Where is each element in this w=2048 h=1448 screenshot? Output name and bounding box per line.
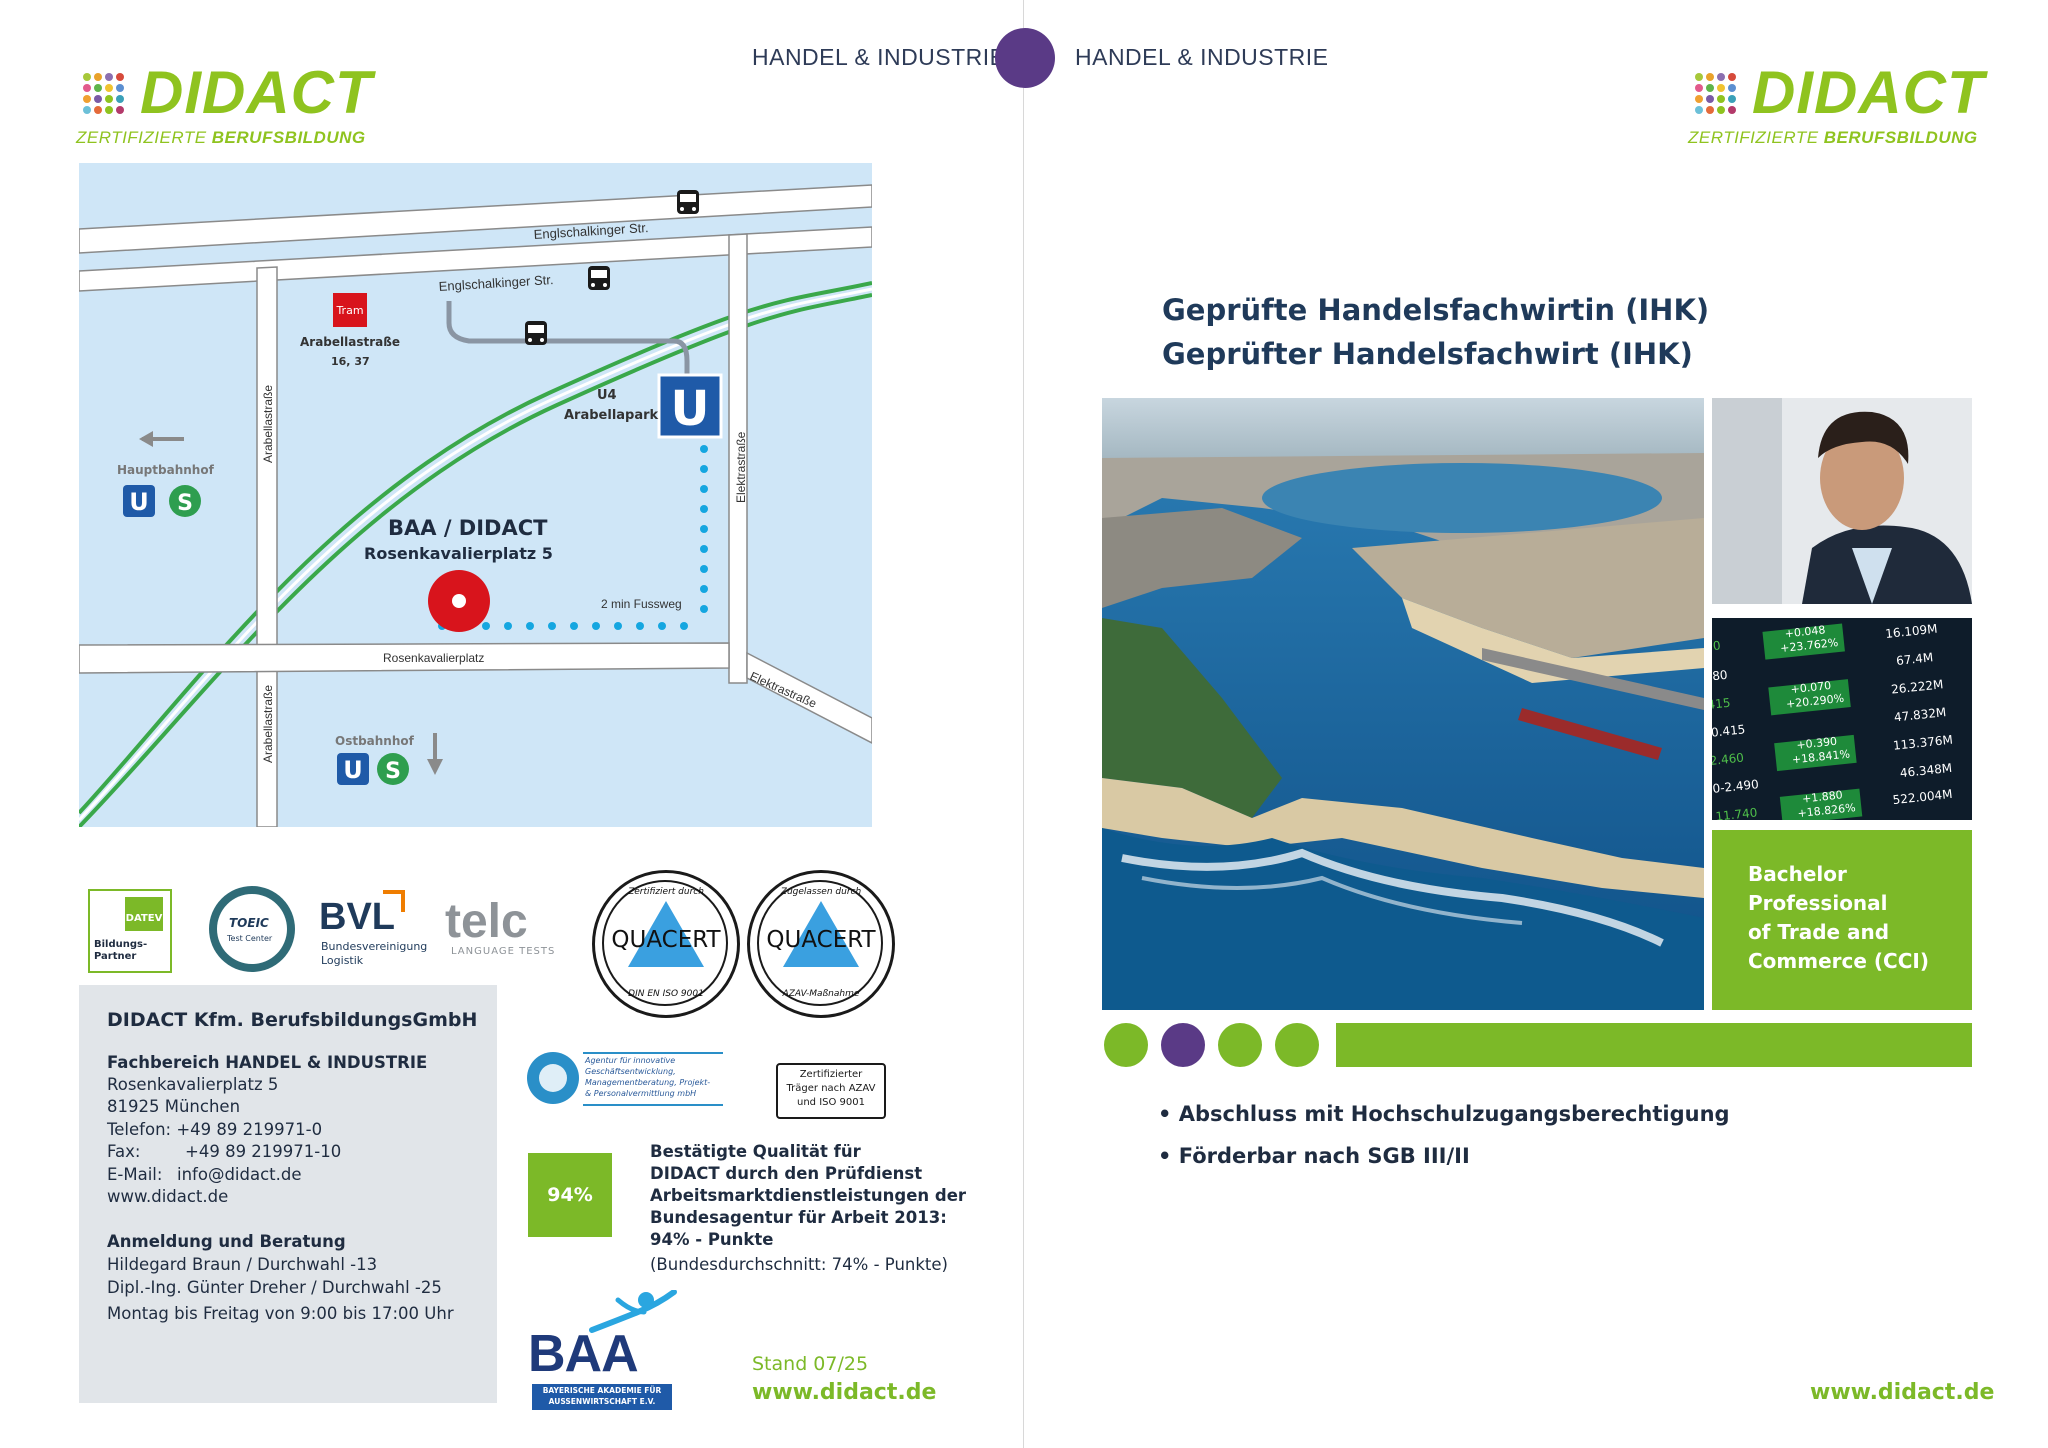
contact-person: Dipl.-Ing. Günter Dreher / Durchwahl -25 xyxy=(107,1278,442,1297)
bachelor-line: Professional xyxy=(1748,891,1888,915)
bachelor-line: Bachelor xyxy=(1748,862,1847,886)
bar-circle-green xyxy=(1218,1023,1262,1067)
didact-logo-right: DIDACT ZERTIFIZIERTE BERUFSBILDUNG xyxy=(1688,58,1994,158)
website-link-left[interactable]: www.didact.de xyxy=(752,1380,937,1405)
map-drawing: U Tram U S U S Englschalkinger Str. Engl… xyxy=(79,184,872,827)
bachelor-line: Commerce (CCI) xyxy=(1748,949,1929,973)
bus-icon xyxy=(525,321,547,345)
sbahn-badge-ost: S xyxy=(385,759,401,784)
email-link[interactable]: info@didact.de xyxy=(177,1165,302,1184)
location-address: Rosenkavalierplatz 5 xyxy=(364,544,553,563)
city: 81925 München xyxy=(107,1097,241,1116)
quality-line: DIDACT durch den Prüfdienst xyxy=(650,1164,923,1183)
header-purple-dot xyxy=(995,28,1055,88)
fold-line xyxy=(1023,0,1024,1448)
quality-line: Arbeitsmarktdienstleistungen der xyxy=(650,1186,967,1205)
website-link-right[interactable]: www.didact.de xyxy=(1810,1380,1995,1405)
hbf-label: Hauptbahnhof xyxy=(117,463,215,477)
fax-value: +49 89 219971-10 xyxy=(185,1142,342,1161)
logo-tagline: ZERTIFIZIERTE BERUFSBILDUNG xyxy=(76,128,366,147)
bullet-item: • Abschluss mit Hochschulzugangsberechti… xyxy=(1158,1102,1730,1126)
baa-figure-icon xyxy=(589,1290,677,1333)
arrow-left-icon xyxy=(139,431,153,447)
department: Fachbereich HANDEL & INDUSTRIE xyxy=(107,1053,428,1072)
logo-dots-icon xyxy=(83,73,124,114)
didact-logo-left: DIDACT ZERTIFIZIERTE BERUFSBILDUNG xyxy=(76,58,382,158)
arrow-down-icon xyxy=(427,759,443,775)
location-name: BAA / DIDACT xyxy=(388,516,548,540)
contact-box: DIDACT Kfm. BerufsbildungsGmbH Fachberei… xyxy=(79,985,497,1403)
bar-circle-purple xyxy=(1161,1023,1205,1067)
course-title-female: Geprüfte Handelsfachwirtin (IHK) xyxy=(1162,293,1710,327)
location-map: U Tram U S U S Englschalkinger Str. Engl… xyxy=(79,163,872,827)
bar-circle-green xyxy=(1275,1023,1319,1067)
toeic-logo: TOEIC Test Center xyxy=(209,886,295,972)
header-label-right: HANDEL & INDUSTRIE xyxy=(1075,44,1329,70)
ubahn-stop-label: Arabellapark xyxy=(564,408,659,423)
street: Rosenkavalierplatz 5 xyxy=(107,1075,279,1094)
green-bar xyxy=(1336,1023,1972,1067)
street-label: Englschalkinger Str. xyxy=(533,220,649,242)
office-hours: Montag bis Freitag von 9:00 bis 17:00 Uh… xyxy=(107,1304,454,1323)
bus-icon xyxy=(588,266,610,290)
quality-line: Bestätigte Qualität für xyxy=(650,1142,861,1161)
website-link[interactable]: www.didact.de xyxy=(107,1187,229,1206)
stock-ticker-photo: 250 +0.048 +23.762% 16.109M .280 67.4M .… xyxy=(1712,618,1972,820)
sbahn-badge-hbf: S xyxy=(177,491,193,516)
quacert-seal-iso: QUACERT Zertifiziert durch DIN EN ISO 90… xyxy=(592,870,740,1018)
logo-wordmark: DIDACT xyxy=(140,59,373,126)
bachelor-professional-box: Bachelor Professional of Trade and Comme… xyxy=(1712,830,1972,1010)
course-title-male: Geprüfter Handelsfachwirt (IHK) xyxy=(1162,337,1693,371)
stand-date: Stand 07/25 xyxy=(752,1353,869,1375)
bar-circle-green xyxy=(1104,1023,1148,1067)
street-label: Elektrastraße xyxy=(734,431,748,503)
phone: Telefon: +49 89 219971-0 xyxy=(107,1120,323,1139)
street-label: Arabellastraße xyxy=(261,385,275,463)
harbour-aerial-photo xyxy=(1102,398,1704,1010)
street-label: Arabellastraße xyxy=(261,685,275,763)
tram-stop-label: Arabellastraße xyxy=(300,335,400,349)
bachelor-line: of Trade and xyxy=(1748,920,1890,944)
quality-score-badge: 94% xyxy=(528,1153,612,1237)
baa-logo: BAA BAYERISCHE AKADEMIE FÜR AUSSENWIRTSC… xyxy=(528,1290,678,1412)
ostbf-label: Ostbahnhof xyxy=(335,734,415,748)
ubahn-badge-ost: U xyxy=(343,756,363,784)
street-label: Englschalkinger Str. xyxy=(438,272,554,294)
tram-lines-label: 16, 37 xyxy=(331,355,370,368)
walk-label: 2 min Fussweg xyxy=(601,597,682,611)
street-label: Rosenkavalierplatz xyxy=(383,651,484,665)
logo-tagline: ZERTIFIZIERTE BERUFSBILDUNG xyxy=(1688,128,1978,147)
tram-badge: Tram xyxy=(335,304,363,317)
quacert-seal-azav: QUACERT Zugelassen durch AZAV-Maßnahme xyxy=(747,870,895,1018)
bvl-logo: BVL Bundesvereinigung Logistik xyxy=(319,890,429,970)
agm-logo: Agentur für innovative Geschäftsentwickl… xyxy=(527,1050,723,1106)
azav-certificate-box: Zertifizierter Träger nach AZAV und ISO … xyxy=(776,1063,886,1119)
fax-label: Fax: xyxy=(107,1142,141,1161)
businessman-photo xyxy=(1712,398,1972,604)
company-name: DIDACT Kfm. BerufsbildungsGmbH xyxy=(107,1009,478,1031)
telc-logo: telc LANGUAGE TESTS xyxy=(445,895,556,957)
bullet-item: • Förderbar nach SGB III/II xyxy=(1158,1144,1470,1168)
certification-logos: DATEV Bildungs- Partner TOEIC Test Cente… xyxy=(79,870,899,1018)
header-label-left: HANDEL & INDUSTRIE xyxy=(752,44,1006,70)
quality-line: Bundesagentur für Arbeit 2013: xyxy=(650,1208,947,1227)
ubahn-badge-hbf: U xyxy=(129,488,149,516)
datev-logo: DATEV Bildungs- Partner xyxy=(88,889,172,973)
email-label: E-Mail: xyxy=(107,1165,163,1184)
ubahn-line-label: U4 xyxy=(597,388,617,403)
ubahn-letter: U xyxy=(671,381,710,437)
bus-icon xyxy=(677,190,699,214)
logo-wordmark: DIDACT xyxy=(1752,59,1985,126)
contact-person: Hildegard Braun / Durchwahl -13 xyxy=(107,1255,378,1274)
registration-heading: Anmeldung und Beratung xyxy=(107,1232,346,1251)
quality-line: 94% - Punkte xyxy=(650,1230,774,1249)
logo-dots-icon xyxy=(1695,73,1736,114)
quality-note: (Bundesdurchschnitt: 74% - Punkte) xyxy=(650,1255,948,1274)
